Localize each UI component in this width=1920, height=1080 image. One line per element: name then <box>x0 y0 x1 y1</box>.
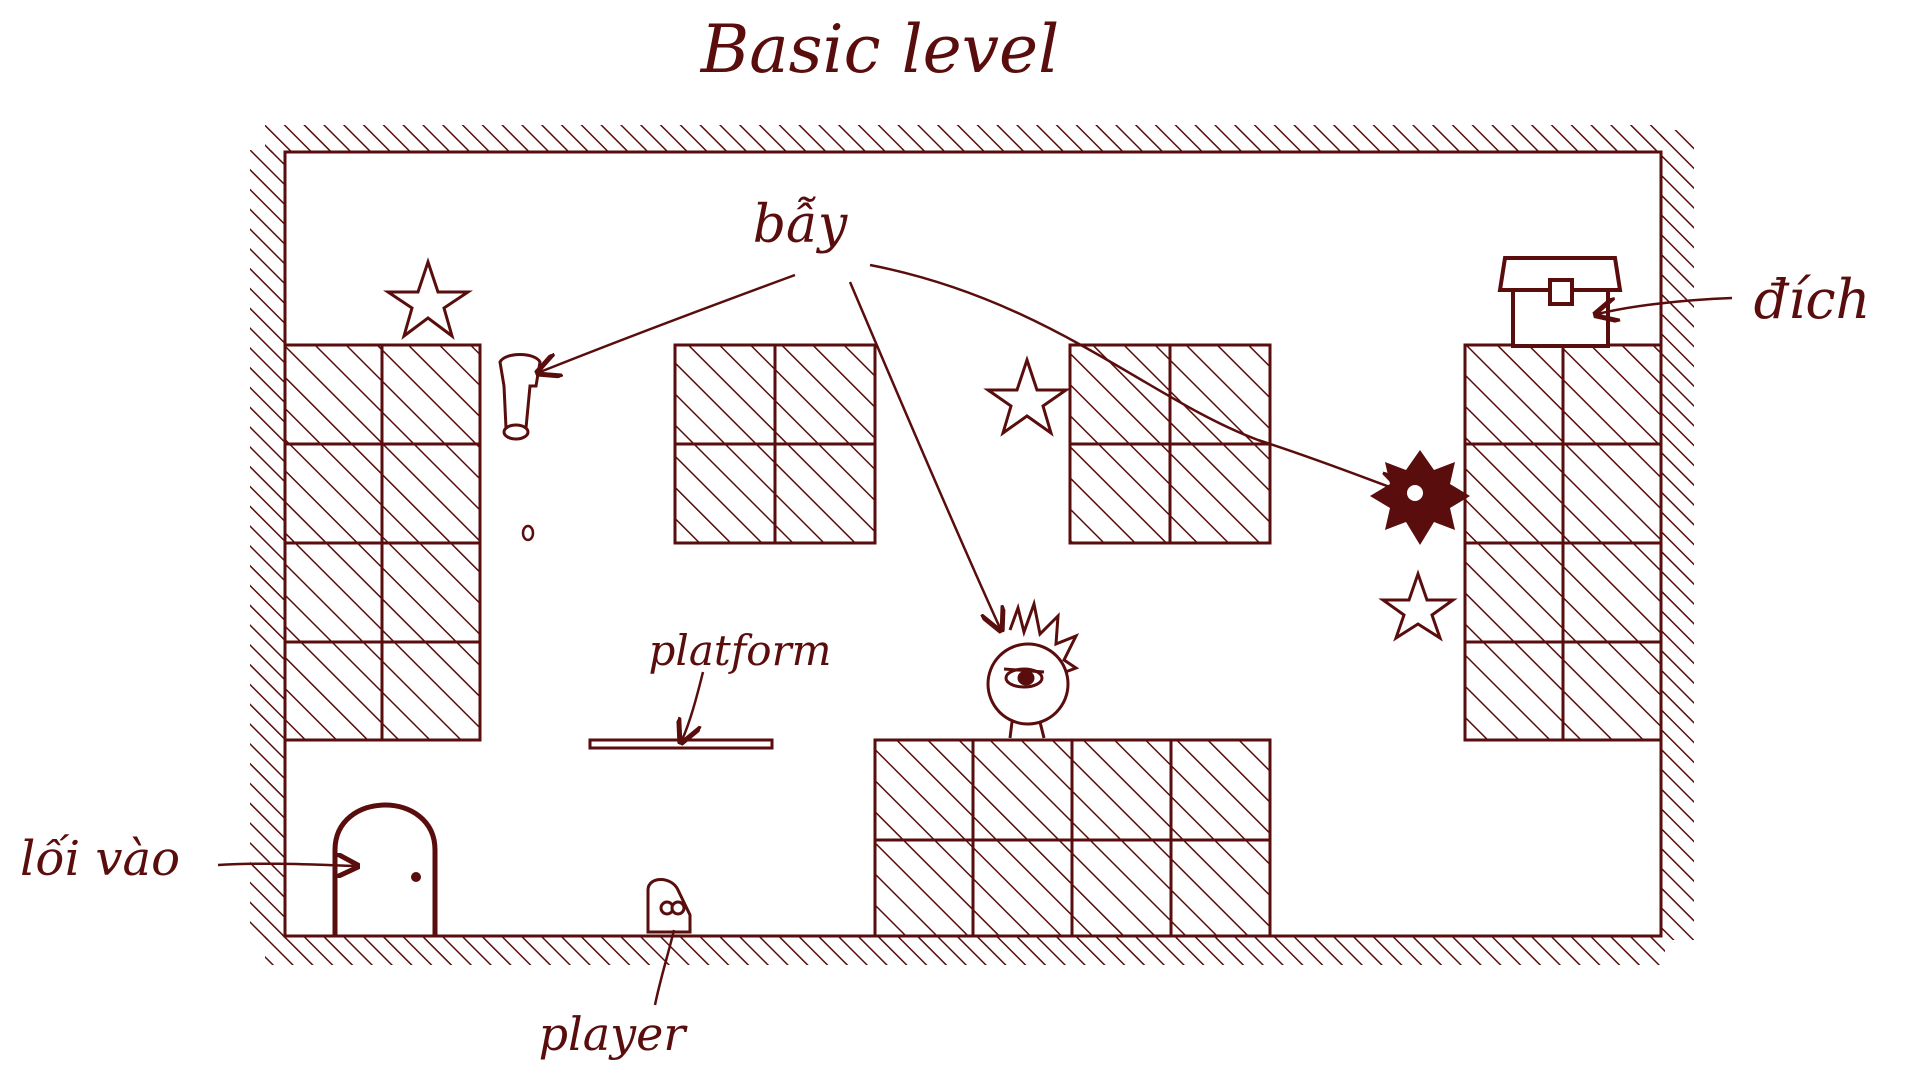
block-bottom-center <box>873 738 1272 938</box>
trap-label: bẫy <box>753 195 848 255</box>
block-right-column <box>1463 343 1663 742</box>
cannon-ball <box>521 524 535 542</box>
block-left-column <box>283 343 482 742</box>
star-icon <box>383 257 473 340</box>
platform <box>588 738 774 750</box>
star-icon <box>1378 569 1458 642</box>
platform-label: platform <box>649 626 832 675</box>
goal-label: đích <box>1754 268 1871 331</box>
block-top-middle-right <box>1068 343 1272 545</box>
annotation-arrows <box>217 263 1733 1006</box>
player-label: player <box>539 1007 689 1061</box>
star-icon <box>983 355 1071 437</box>
block-top-middle-left <box>673 343 877 545</box>
entrance-label: lối vào <box>20 831 180 887</box>
player-icon <box>646 878 692 934</box>
entrance-door-icon <box>332 802 438 935</box>
treasure-chest-icon <box>1497 256 1623 348</box>
level-title: Basic level <box>700 11 1059 88</box>
cannon-icon <box>498 353 542 441</box>
spiky-enemy-icon <box>986 598 1080 739</box>
